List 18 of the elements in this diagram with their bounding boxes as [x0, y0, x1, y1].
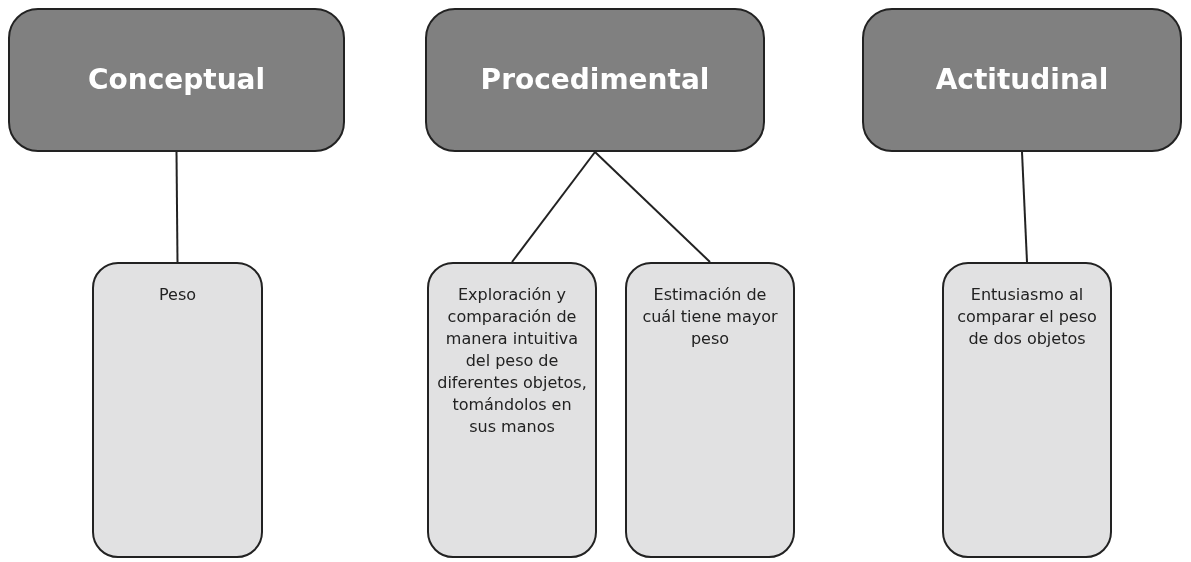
- category-box: [8, 8, 345, 152]
- connector-line: [1021, 151, 1028, 263]
- content-text: Exploración y comparación de manera intuitiva del peso de diferentes objetos, tomándolos en sus manos: [437, 284, 587, 438]
- category-box: [425, 8, 765, 152]
- connector-line: [594, 151, 711, 263]
- content-box: [942, 262, 1112, 558]
- connector-line: [511, 151, 596, 263]
- content-box: [92, 262, 263, 558]
- category-title: Conceptual: [87, 62, 266, 98]
- category-box: [862, 8, 1182, 152]
- content-text: Entusiasmo al comparar el peso de dos objetos: [956, 284, 1098, 350]
- connector-line: [175, 151, 179, 263]
- content-box: [625, 262, 795, 558]
- category-title: Actitudinal: [935, 62, 1109, 98]
- content-box: [427, 262, 597, 558]
- category-title: Procedimental: [480, 62, 710, 98]
- content-text: Peso: [158, 284, 196, 306]
- content-text: Estimación de cuál tiene mayor peso: [641, 284, 779, 350]
